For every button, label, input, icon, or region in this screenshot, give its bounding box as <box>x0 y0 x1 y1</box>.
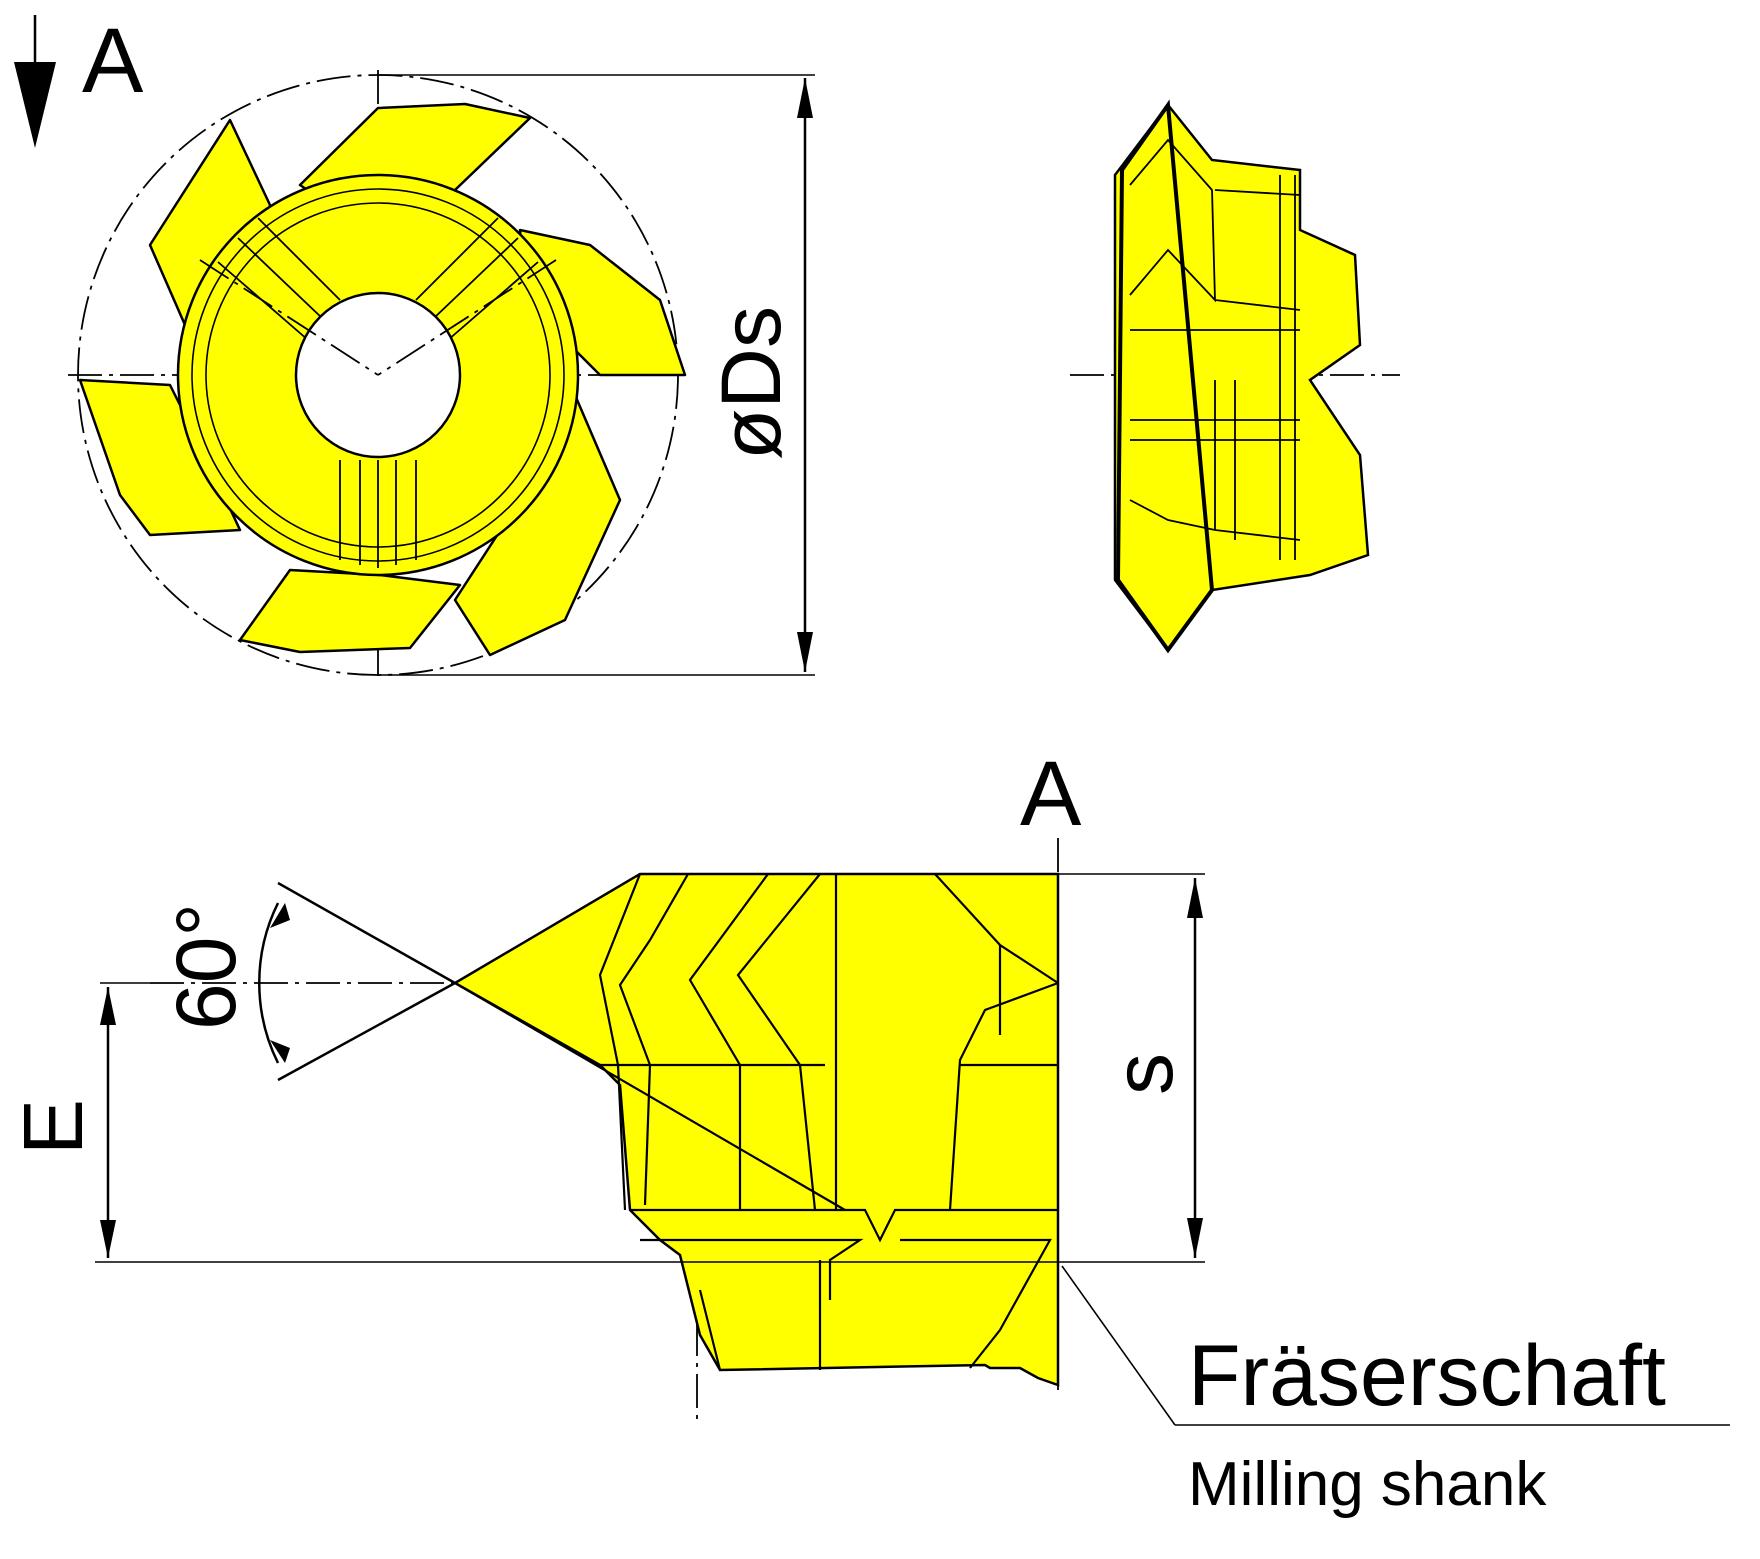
dimension-angle-label: 60° <box>159 903 253 1030</box>
hub <box>176 173 580 577</box>
side-view <box>1070 99 1400 654</box>
dimension-s <box>1058 873 1205 1263</box>
dimension-s-label: s <box>1096 1053 1190 1095</box>
dimension-e <box>95 982 1058 1263</box>
dimension-ds <box>378 74 815 676</box>
view-a-arrow <box>14 15 56 148</box>
shank-caption-en: Milling shank <box>1188 1450 1547 1519</box>
profile-view <box>95 838 1730 1426</box>
dimension-e-label: E <box>6 1099 100 1155</box>
dimension-angle <box>258 902 290 1064</box>
dimension-ds-label: øDs <box>704 306 798 460</box>
view-a-label-bottom: A <box>1020 743 1082 845</box>
shank-caption-de: Fräserschaft <box>1188 1328 1666 1424</box>
end-view <box>68 70 815 682</box>
view-a-label-top: A <box>82 10 144 112</box>
shank-leader <box>1061 1265 1730 1426</box>
